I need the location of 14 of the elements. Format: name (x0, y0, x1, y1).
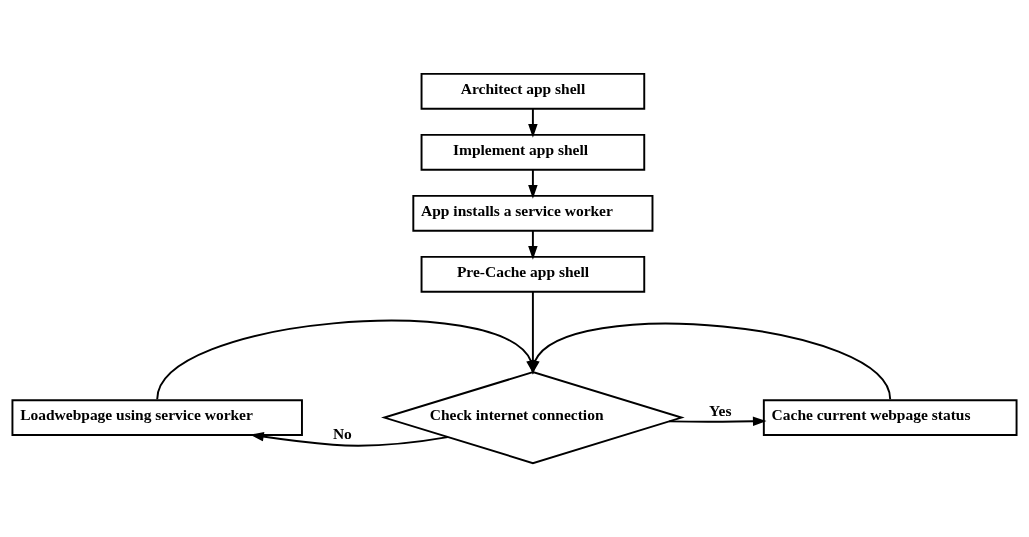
arrow (528, 169, 538, 199)
node-box: Implement app shell (420, 133, 646, 171)
node-box: App installs a service worker (412, 194, 654, 232)
edge-label: Yes (709, 401, 732, 419)
arrow (250, 431, 449, 447)
arrow (528, 230, 538, 260)
edge-label: No (332, 424, 352, 442)
node-box: Pre-Cache app shell (420, 255, 646, 293)
node-box: Loadwebpage using service worker (11, 399, 303, 437)
arrow (528, 108, 538, 138)
node-box: Architect app shell (420, 72, 646, 110)
node-box: Cache current webpage status (762, 399, 1018, 437)
node-diamond: Check internet connection (381, 371, 685, 465)
arrow (668, 416, 767, 426)
